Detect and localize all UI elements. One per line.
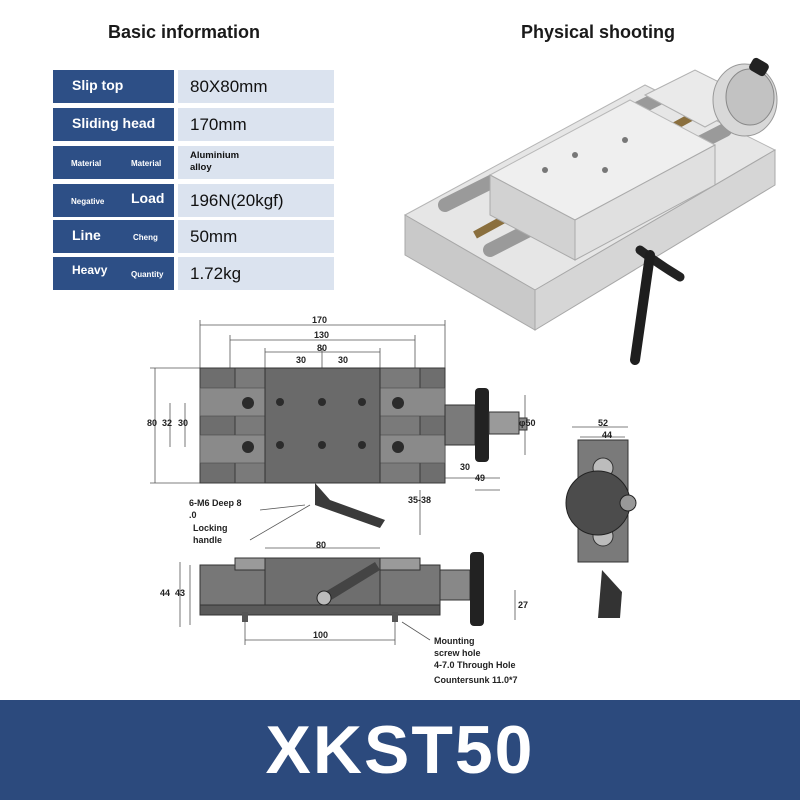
dim-30a: 30 <box>296 355 307 365</box>
mounting-note-line1: Mounting <box>434 636 475 646</box>
spec-key-cell: Slip top <box>53 70 174 103</box>
dim-front-27: 27 <box>518 600 529 610</box>
product-photo <box>403 57 778 365</box>
mounting-note-line3: 4-7.0 Through Hole <box>434 660 516 670</box>
dim-30-right: 30 <box>460 462 471 472</box>
spec-key-label-right: Material <box>131 159 162 168</box>
dim-front-80: 80 <box>316 540 327 550</box>
spec-key-cell: Heavy Quantity <box>53 257 174 290</box>
spec-key-cell: Line Cheng <box>53 220 174 253</box>
spec-value-cell: 196N(20kgf) <box>178 184 334 217</box>
locking-handle-line1: Locking <box>193 523 228 533</box>
spec-value-cell: 50mm <box>178 220 334 253</box>
spec-value: 170mm <box>190 115 247 134</box>
technical-drawing <box>150 320 637 645</box>
mounting-note-line4: Countersunk 11.0*7 <box>434 675 518 685</box>
model-banner: XKST50 <box>0 700 800 800</box>
spec-key-label: Slip top <box>72 77 124 93</box>
dim-front-100: 100 <box>313 630 329 640</box>
spec-value-line1: Aluminium <box>190 150 240 161</box>
physical-shooting-heading: Physical shooting <box>521 22 676 42</box>
spec-key-label-right: Quantity <box>131 270 164 279</box>
spec-key-label-left: Line <box>72 227 101 243</box>
dim-left-32: 32 <box>162 418 173 428</box>
holes-note: 6-M6 Deep 8 .0 <box>189 497 242 521</box>
spec-value-cell: 1.72kg <box>178 257 334 290</box>
spec-key-label-left: Negative <box>71 197 105 206</box>
dim-80: 80 <box>317 343 328 353</box>
spec-value-cell: 80X80mm <box>178 70 334 103</box>
spec-key-cell: Negative Load <box>53 184 174 217</box>
spec-value-cell: 170mm <box>178 108 334 141</box>
spec-value-cell: Aluminium alloy <box>178 146 334 179</box>
dim-front-44: 44 <box>160 588 171 598</box>
locking-handle-note: Locking handle <box>193 522 228 546</box>
model-name: XKST50 <box>265 712 535 788</box>
dim-35-38: 35-38 <box>408 495 432 505</box>
dim-170: 170 <box>312 315 328 325</box>
locking-handle-line2: handle <box>193 535 223 545</box>
spec-key-label-left: Heavy <box>72 263 108 277</box>
spec-value: 1.72kg <box>190 264 242 283</box>
dim-49: 49 <box>475 473 486 483</box>
spec-key-cell: Material Material <box>53 146 174 179</box>
spec-key-label-right: Load <box>131 190 165 206</box>
dim-44: 44 <box>602 430 613 440</box>
spec-key-label-left: Material <box>71 159 102 168</box>
spec-value: 196N(20kgf) <box>190 191 284 210</box>
spec-value: 80X80mm <box>190 77 268 96</box>
dim-phi50: φ50 <box>519 418 536 428</box>
holes-note-line1: 6-M6 Deep 8 <box>189 498 242 508</box>
dim-left-80: 80 <box>147 418 158 428</box>
mounting-note: Mounting screw hole 4-7.0 Through Hole C… <box>434 635 518 686</box>
holes-note-line2: .0 <box>189 510 197 520</box>
spec-value: 50mm <box>190 227 238 246</box>
spec-key-label-right: Cheng <box>133 233 158 242</box>
dim-52: 52 <box>598 418 609 428</box>
spec-key-cell: Sliding head <box>53 108 174 141</box>
dim-130: 130 <box>314 330 330 340</box>
basic-information-heading: Basic information <box>108 22 261 42</box>
mounting-note-line2: screw hole <box>434 648 481 658</box>
spec-key-label: Sliding head <box>72 115 156 131</box>
dim-left-30: 30 <box>178 418 189 428</box>
spec-value-line2: alloy <box>190 162 212 173</box>
dim-30b: 30 <box>338 355 349 365</box>
dim-front-43: 43 <box>175 588 186 598</box>
